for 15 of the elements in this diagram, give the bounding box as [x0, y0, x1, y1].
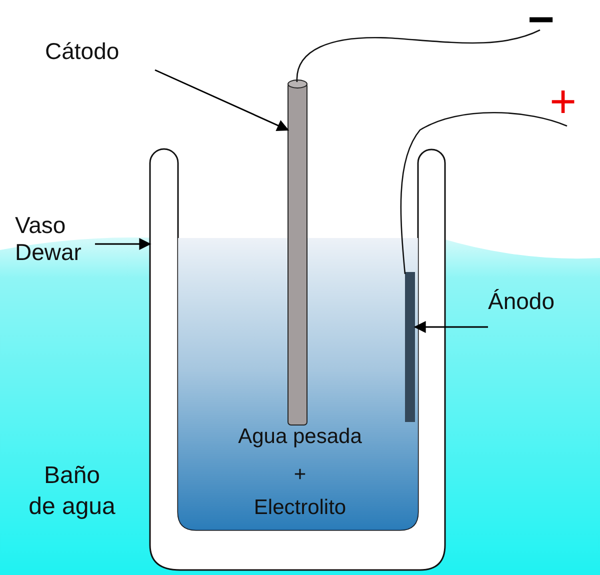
cathode-label: Cátodo: [45, 38, 155, 65]
bath-label: Baño de agua: [28, 461, 116, 522]
liquid-label: Electrolito: [252, 495, 348, 521]
anode-label: Ánodo: [488, 288, 583, 315]
minus-sign: −: [526, 0, 556, 42]
anode-plate: [405, 272, 415, 422]
dewar-vessel: [149, 148, 446, 571]
vessel-label: Vaso Dewar: [15, 212, 95, 266]
leader-arrow: [414, 321, 488, 333]
leader-arrow: [95, 238, 152, 250]
plus-sign: +: [548, 78, 578, 124]
cathode-rod: [288, 80, 308, 426]
leader-arrow: [154, 69, 290, 132]
plus-sign: +: [292, 462, 308, 488]
liquid-label: Agua pesada: [237, 424, 363, 450]
